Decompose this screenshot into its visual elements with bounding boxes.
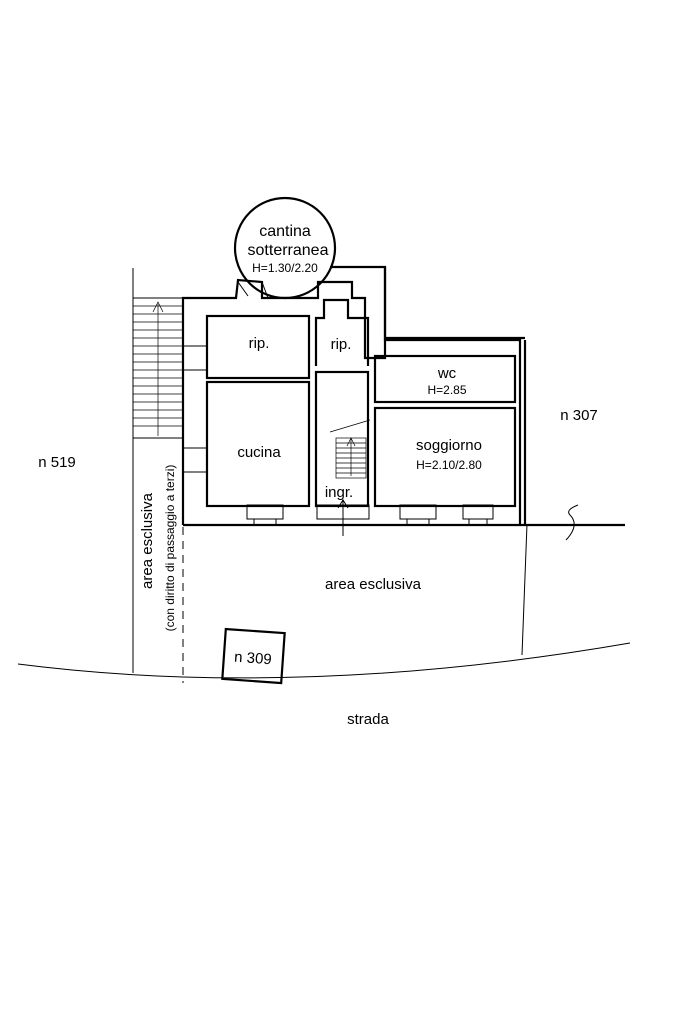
building-outline [181, 265, 387, 525]
room-soggiorno [373, 406, 517, 508]
room-rip-right [314, 298, 370, 366]
label-wc: wc [437, 365, 457, 382]
internal-stairs [329, 419, 371, 479]
label-rip-left: rip. [249, 335, 270, 352]
label-rip-right: rip. [331, 336, 352, 353]
room-wc [373, 354, 517, 404]
stair-hall [314, 370, 370, 508]
room-cucina [205, 380, 311, 508]
boundary-line-right [521, 523, 528, 656]
label-area-esclusiva-front: area esclusiva [325, 576, 422, 593]
label-cantina-1: cantina [259, 223, 311, 240]
label-n307: n 307 [560, 407, 598, 424]
label-cantina-2: sotterranea [248, 242, 329, 259]
label-cucina: cucina [237, 444, 281, 461]
external-stairs [132, 297, 184, 439]
label-strada: strada [347, 711, 389, 728]
break-mark [565, 504, 579, 541]
label-n519: n 519 [38, 454, 76, 471]
label-area-esclusiva-side: area esclusiva [139, 492, 156, 589]
side-openings [182, 345, 208, 473]
facade-openings [246, 504, 494, 526]
cantina-circle [233, 196, 337, 300]
label-soggiorno: soggiorno [416, 437, 482, 454]
street-line [17, 642, 631, 679]
label-cantina-height: H=1.30/2.20 [252, 261, 318, 275]
label-n309: n 309 [234, 649, 273, 669]
label-wc-height: H=2.85 [427, 383, 466, 397]
label-soggiorno-height: H=2.10/2.80 [416, 458, 482, 472]
building-outline-right [383, 267, 522, 525]
label-passaggio: (con diritto di passaggio a terzi) [163, 465, 177, 632]
label-ingresso: ingr. [325, 484, 353, 501]
parcel-309 [221, 627, 286, 685]
entrance-arrow-icon [337, 499, 349, 536]
